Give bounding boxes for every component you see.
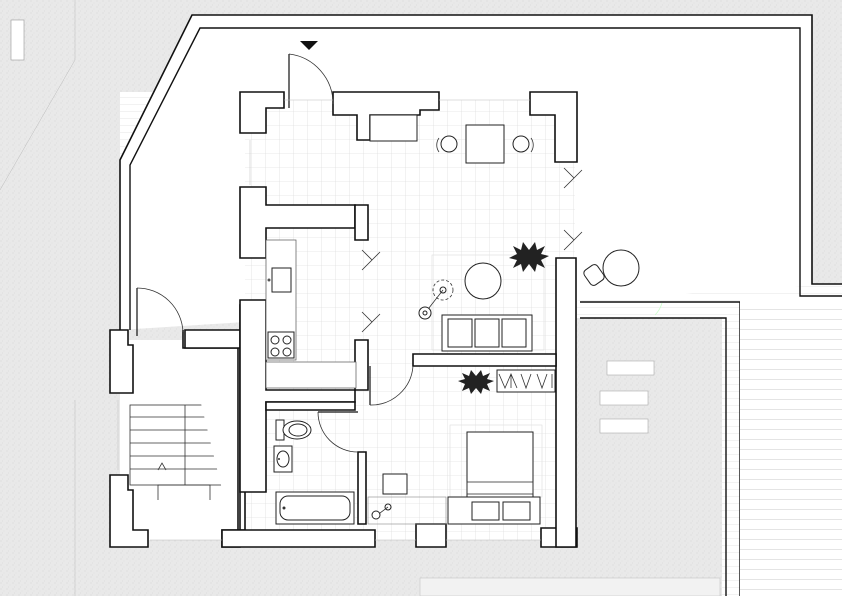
toilet-icon: [275, 419, 312, 441]
terrace-door-1: [563, 167, 583, 189]
entrance-door: [288, 53, 334, 108]
living-south-wall: [412, 353, 557, 367]
plant-icon: [509, 242, 549, 272]
floor-lamp-icon-2: [371, 503, 392, 520]
stair-arrow-icon: [157, 462, 167, 471]
desk: [382, 473, 408, 495]
stair-east-block: [184, 329, 241, 349]
terrace-inner-edge: [129, 27, 842, 330]
chair-icon-2: [512, 135, 534, 153]
dining-set: [436, 124, 534, 164]
bath-wall-east: [357, 451, 367, 525]
marker-left: [10, 19, 25, 61]
east-wall: [555, 257, 577, 548]
kitchen-counter-north: [369, 114, 418, 142]
entrance-arrow-icon: [300, 41, 318, 50]
south-wall: [221, 529, 376, 548]
coffee-table: [464, 262, 502, 300]
north-wall-right: [529, 91, 578, 163]
terrace-chair-icon: [583, 264, 605, 286]
south-wall-2: [415, 523, 447, 548]
plant-mark: [654, 302, 663, 316]
north-wall-left: [239, 91, 285, 134]
chair-icon: [436, 135, 458, 153]
bathroom-door: [317, 411, 359, 453]
stair-door: [136, 287, 184, 336]
folding-door-kitchen: [361, 249, 381, 271]
dining-table: [465, 124, 505, 164]
terrace-furniture: [583, 249, 663, 316]
bath-wall-north: [265, 401, 356, 411]
folding-door-hall: [361, 311, 381, 333]
outer-wall-sw: [109, 474, 149, 548]
bathroom: [273, 419, 355, 525]
plant-icon-2: [458, 370, 494, 394]
floor-lamp-icon: [418, 279, 454, 320]
hall-partition: [354, 339, 369, 391]
sink-icon: [273, 445, 293, 473]
terrace-door-2: [563, 229, 583, 251]
road-edge: [0, 0, 76, 191]
kitchen: [265, 239, 357, 389]
terrace-table: [602, 249, 640, 287]
outer-wall-west: [109, 329, 134, 394]
neighbour-box-2: [599, 390, 649, 406]
neighbour-box-3: [599, 418, 649, 434]
neighbour-deck: [740, 300, 842, 596]
wardrobe: [496, 369, 556, 393]
bedroom-door: [369, 365, 414, 406]
kitchen-wall-east: [354, 204, 369, 241]
neighbour-box-1: [606, 360, 655, 376]
bathtub-icon: [275, 491, 355, 525]
window-sills: [117, 99, 541, 541]
sofa-icon: [441, 314, 533, 352]
bed-icon: [466, 431, 534, 498]
living-area: [418, 242, 549, 352]
bedroom: [367, 369, 556, 525]
street-strip: [419, 577, 721, 596]
stove-icon: [267, 331, 295, 359]
